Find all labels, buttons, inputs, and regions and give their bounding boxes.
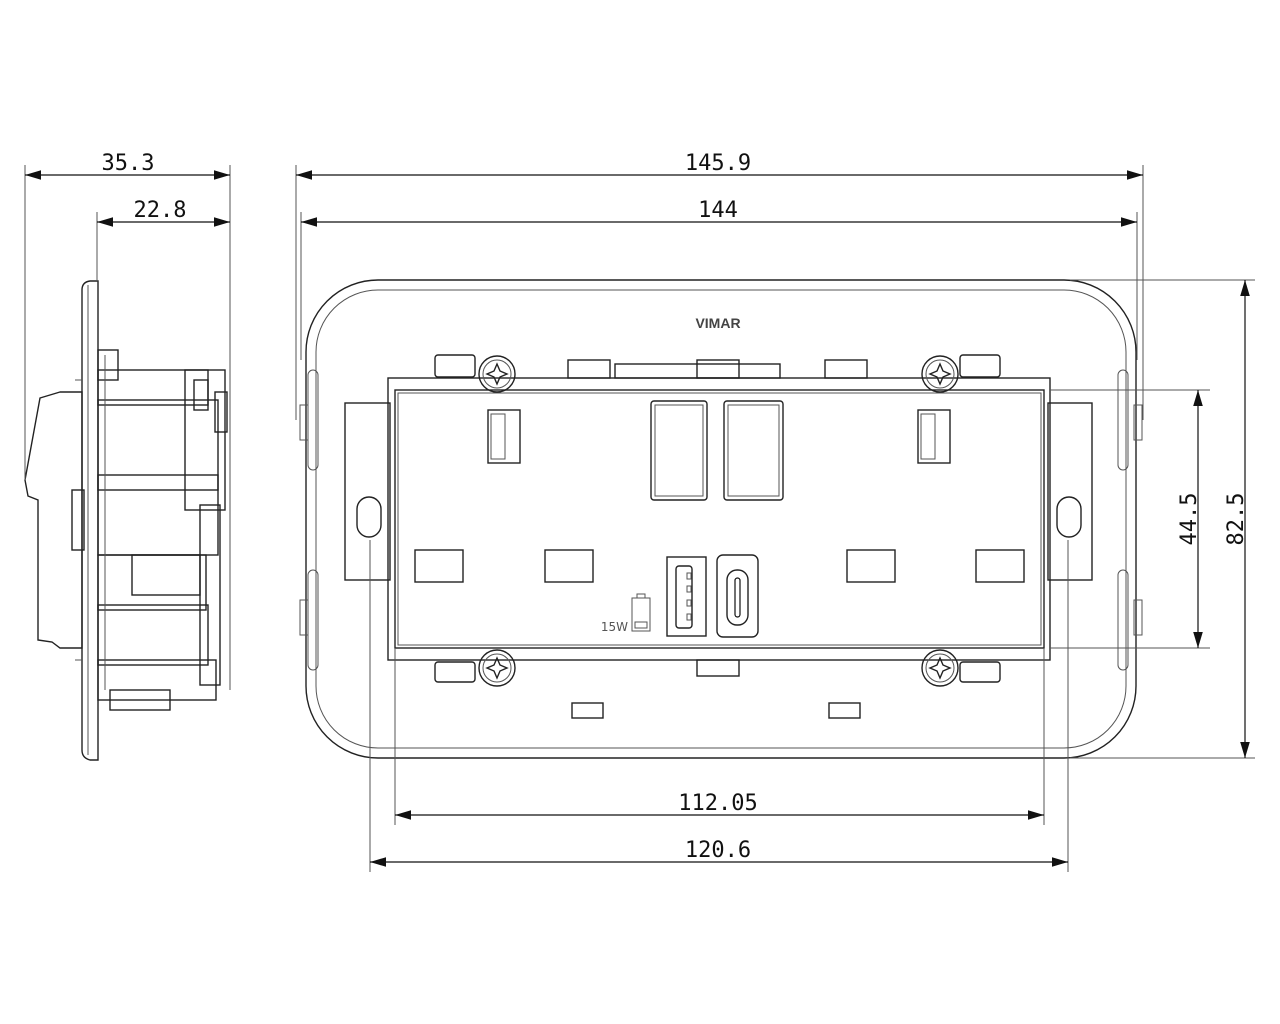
usb-a-port-icon: [666, 556, 707, 637]
usb-c-port-icon: [716, 554, 759, 638]
brand-logo: VIMAR: [695, 315, 740, 331]
dim-frame-width: 120.6: [685, 838, 751, 863]
dim-plate-height: 82.5: [1224, 493, 1249, 546]
switch-left: [650, 400, 708, 501]
dim-module-height: 44.5: [1177, 493, 1202, 546]
battery-icon: [631, 593, 651, 632]
dim-plate-width: 145.9: [685, 151, 751, 176]
switch-right: [723, 400, 784, 501]
power-label: 15W: [601, 620, 628, 634]
dim-plate-inner-width: 144: [698, 198, 738, 223]
screw-icon: [478, 355, 959, 687]
dim-module-width: 112.05: [678, 791, 757, 816]
side-view: [24, 280, 228, 761]
dim-side-total: 35.3: [102, 151, 155, 176]
dim-side-body: 22.8: [134, 198, 187, 223]
front-view: VIMAR: [299, 279, 1143, 759]
dimension-lines: [24, 165, 1255, 872]
